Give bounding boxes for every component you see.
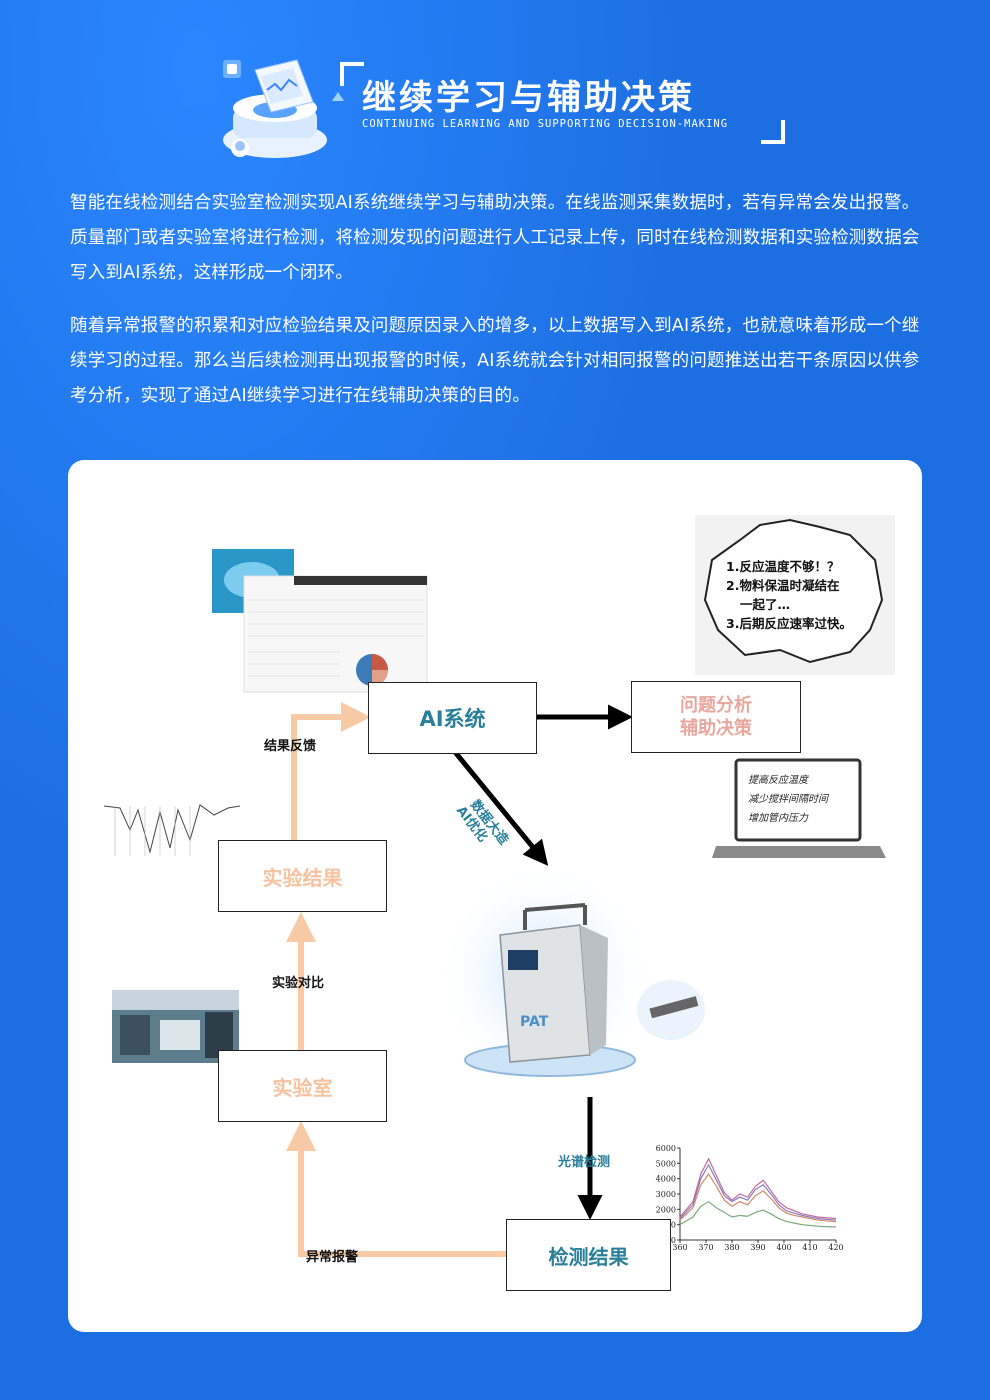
y-tick-label: 3000 bbox=[656, 1190, 676, 1199]
x-tick-label: 360 bbox=[672, 1243, 687, 1252]
dashboard-screenshot bbox=[243, 575, 428, 693]
intro-paragraph-2: 随着异常报警的积累和对应检验结果及问题原因录入的增多，以上数据写入到AI系统，也… bbox=[70, 316, 920, 406]
y-tick-label: 6000 bbox=[656, 1144, 676, 1153]
spectrum-series-line bbox=[679, 1200, 837, 1228]
pat-device-label: PAT bbox=[520, 1014, 549, 1030]
laptop-line: 提高反应温度 bbox=[748, 775, 808, 786]
detect-result-node: 检测结果 bbox=[506, 1219, 671, 1291]
compare-label: 实验对比 bbox=[272, 976, 325, 991]
alarm-label: 异常报警 bbox=[306, 1250, 359, 1265]
lab-result-label: 实验结果 bbox=[262, 865, 343, 890]
ai-system-node: AI系统 bbox=[368, 682, 537, 754]
x-tick-label: 410 bbox=[802, 1243, 817, 1252]
x-tick-label: 370 bbox=[698, 1243, 713, 1252]
y-tick-label: 2000 bbox=[656, 1205, 676, 1214]
spectrum-label: 光谱检测 bbox=[558, 1155, 611, 1170]
frame-corner-bottom-right bbox=[761, 120, 785, 144]
x-tick-label: 390 bbox=[750, 1243, 765, 1252]
speech-line: 2.物料保温时凝结在 bbox=[726, 578, 840, 593]
laptop-screen-text: 提高反应温度 减少搅拌间隔时间 增加管内压力 bbox=[748, 771, 828, 828]
laptop-icon bbox=[734, 758, 862, 842]
laptop-line: 增加管内压力 bbox=[748, 813, 808, 824]
detect-result-label: 检测结果 bbox=[548, 1244, 629, 1269]
lab-node: 实验室 bbox=[218, 1050, 387, 1122]
speech-bubble-text: 1.反应温度不够！？ 2.物料保温时凝结在 一起了… 3.后期反应速率过快。 bbox=[726, 557, 852, 633]
speech-line: 1.反应温度不够！？ bbox=[726, 559, 840, 574]
x-tick-label: 400 bbox=[776, 1243, 791, 1252]
speech-bubble bbox=[703, 518, 884, 664]
x-tick-label: 420 bbox=[828, 1243, 843, 1252]
problem-analysis-node: 问题分析 辅助决策 bbox=[631, 681, 801, 753]
intro-paragraph-1: 智能在线检测结合实验室检测实现AI系统继续学习与辅助决策。在线监测采集数据时，若… bbox=[70, 193, 920, 283]
y-tick-label: 0 bbox=[671, 1236, 676, 1245]
pat-device-icon bbox=[499, 924, 591, 1063]
speech-line: 3.后期反应速率过快。 bbox=[726, 616, 852, 631]
triangle-icon bbox=[332, 92, 344, 101]
feedback-label: 结果反馈 bbox=[264, 739, 317, 754]
speech-line: 一起了… bbox=[740, 597, 791, 612]
page-title: 继续学习与辅助决策 bbox=[362, 78, 695, 118]
laptop-line: 减少搅拌间隔时间 bbox=[748, 794, 828, 805]
ai-system-label: AI系统 bbox=[419, 707, 486, 731]
frame-corner-top-left bbox=[340, 62, 364, 86]
spectrum-series-line bbox=[679, 1173, 837, 1223]
problem-analysis-label: 问题分析 bbox=[680, 695, 752, 716]
decision-support-label: 辅助决策 bbox=[680, 718, 752, 739]
page-subtitle: CONTINUING LEARNING AND SUPPORTING DECIS… bbox=[362, 118, 729, 130]
spectrum-series-line bbox=[679, 1163, 837, 1221]
header-title-frame: 继续学习与辅助决策 CONTINUING LEARNING AND SUPPOR… bbox=[332, 62, 785, 144]
spectrum-series-line bbox=[679, 1157, 837, 1220]
lab-label: 实验室 bbox=[272, 1075, 333, 1100]
x-tick-label: 380 bbox=[724, 1243, 739, 1252]
book-illustration-icon bbox=[223, 59, 327, 158]
lab-result-node: 实验结果 bbox=[218, 840, 387, 912]
y-tick-label: 5000 bbox=[656, 1159, 676, 1168]
spectrum-chart: 0100020003000400050006000360370380390400… bbox=[656, 1144, 844, 1252]
y-tick-label: 4000 bbox=[656, 1175, 676, 1184]
